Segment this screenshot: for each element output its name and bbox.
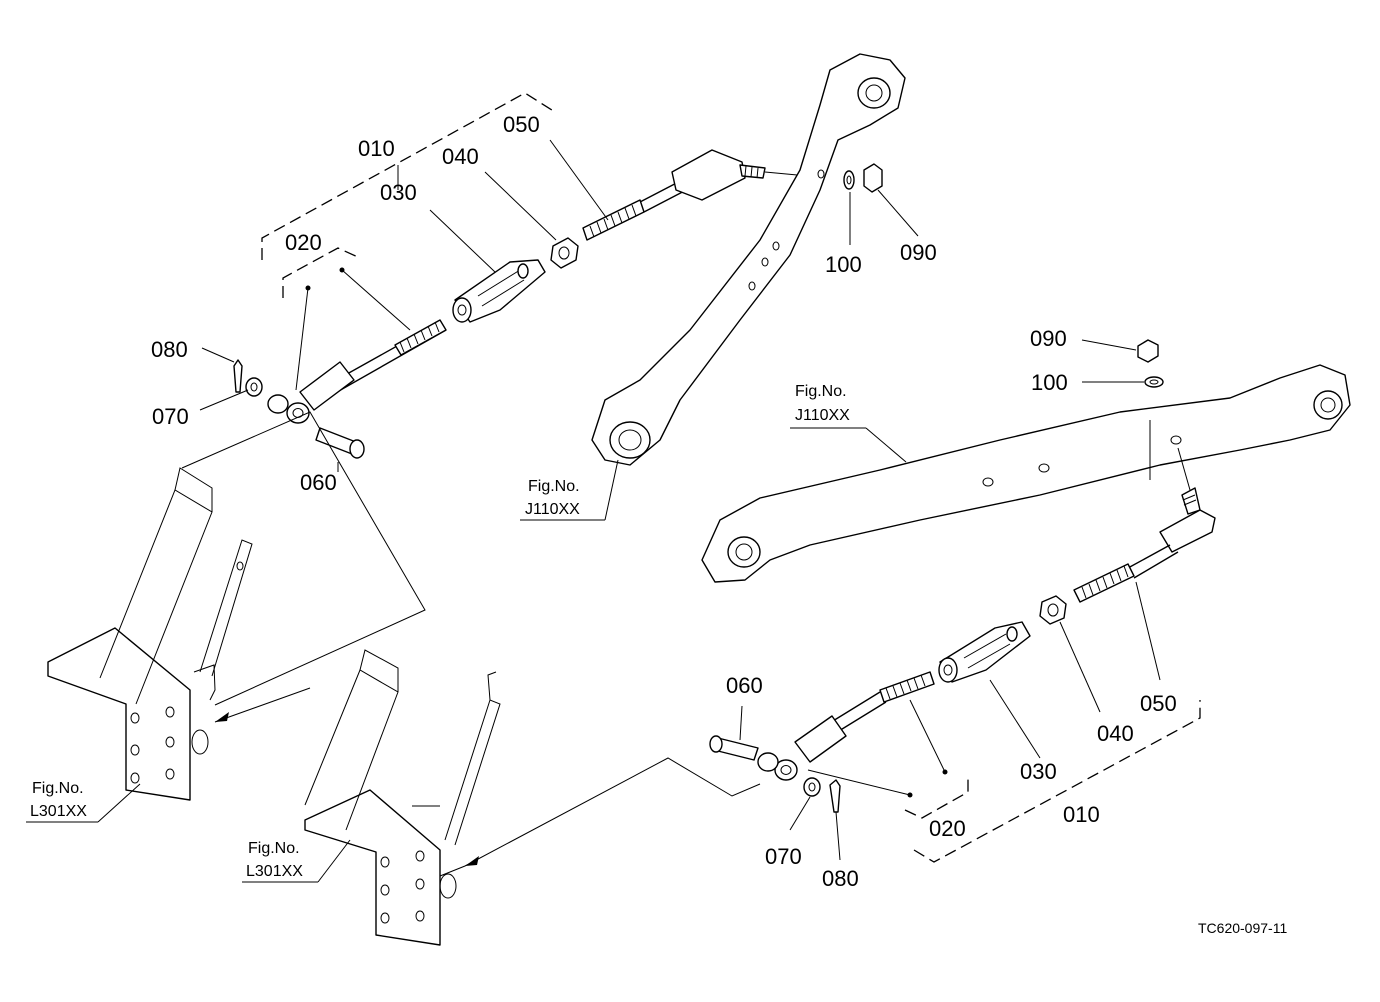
nut-090-left <box>863 163 883 193</box>
washer-070-left <box>245 377 263 397</box>
clevis-pin-060-right <box>709 735 759 761</box>
label-080-right: 080 <box>822 866 859 891</box>
group-020-bracket-right <box>904 776 969 819</box>
fig-ref-bracket-right-code: L301XX <box>246 863 303 880</box>
label-020-right: 020 <box>929 816 966 841</box>
label-060-left: 060 <box>300 470 337 495</box>
fig-ref-bracket-right-title: Fig.No. <box>248 840 300 857</box>
right-check-chain-assembly <box>304 339 1351 946</box>
drawing-code: TC620-097-11 <box>1198 920 1287 936</box>
leader-lines <box>97 139 1161 883</box>
label-010-left: 010 <box>358 136 395 161</box>
group-020-bracket-left <box>282 247 361 298</box>
washer-100-left <box>843 170 855 190</box>
lower-link-left <box>591 53 906 466</box>
group-010-bracket-right <box>913 700 1201 863</box>
figure-references: Fig.No. J110XX Fig.No. J110XX Fig.No. L3… <box>26 383 866 883</box>
label-060-right: 060 <box>726 673 763 698</box>
rod-end-050-left <box>582 149 809 241</box>
label-080-left: 080 <box>151 337 188 362</box>
turnbuckle-body-030-right <box>938 621 1031 683</box>
label-100-right: 100 <box>1031 370 1068 395</box>
washer-100-right <box>1144 376 1164 388</box>
rod-end-020-left <box>267 319 447 424</box>
mounting-bracket-right <box>304 649 761 946</box>
lower-link-right <box>701 364 1351 583</box>
label-090-right: 090 <box>1030 326 1067 351</box>
fig-ref-lower-link-right-title: Fig.No. <box>795 383 847 400</box>
label-100-left: 100 <box>825 252 862 277</box>
fig-ref-bracket-left-title: Fig.No. <box>32 780 84 797</box>
clevis-pin-060-left <box>315 427 365 459</box>
fig-ref-lower-link-left-code: J110XX <box>525 501 580 518</box>
rod-end-020-right <box>757 671 935 781</box>
label-010-right: 010 <box>1063 802 1100 827</box>
fig-ref-lower-link-right-code: J110XX <box>795 407 850 424</box>
turnbuckle-body-030-left <box>452 259 546 323</box>
fig-ref-lower-link-left-title: Fig.No. <box>528 478 580 495</box>
mounting-bracket-left <box>47 411 426 801</box>
label-040-left: 040 <box>442 144 479 169</box>
label-090-left: 090 <box>900 240 937 265</box>
label-070-left: 070 <box>152 404 189 429</box>
fig-ref-bracket-left-code: L301XX <box>30 803 87 820</box>
nut-040-left <box>550 237 579 269</box>
label-050-right: 050 <box>1140 691 1177 716</box>
nut-040-right <box>1039 595 1067 625</box>
left-check-chain-assembly <box>47 53 906 801</box>
label-020-left: 020 <box>285 230 322 255</box>
part-labels: 010 020 030 040 050 080 070 060 100 090 … <box>151 112 1177 891</box>
nut-090-right <box>1137 339 1159 363</box>
split-pin-080-right <box>829 779 841 813</box>
group-010-bracket-left <box>261 92 556 260</box>
rod-end-050-right <box>1073 487 1216 603</box>
label-030-left: 030 <box>380 180 417 205</box>
split-pin-080-left <box>233 359 243 393</box>
label-040-right: 040 <box>1097 721 1134 746</box>
label-050-left: 050 <box>503 112 540 137</box>
label-070-right: 070 <box>765 844 802 869</box>
label-030-right: 030 <box>1020 759 1057 784</box>
washer-070-right <box>803 777 821 797</box>
